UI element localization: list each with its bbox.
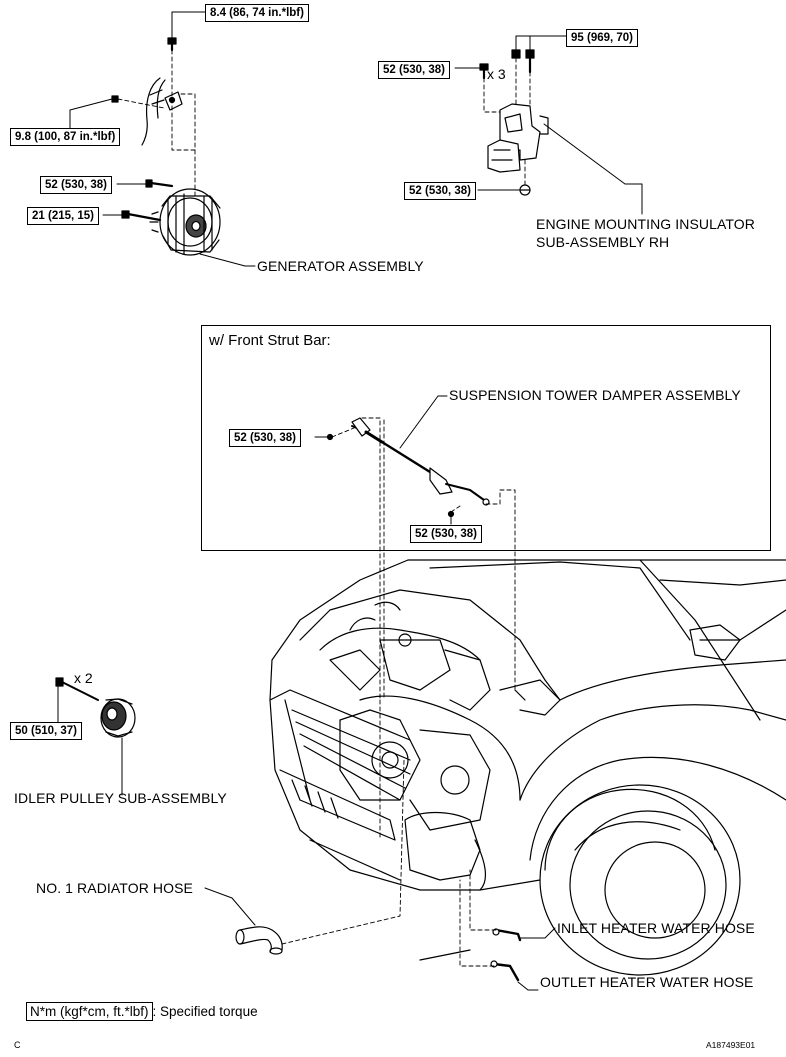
footer-code: C [14,1040,21,1050]
legend-unit-box: N*m (kgf*cm, ft.*lbf) [26,1002,153,1021]
generator-part [69,11,256,267]
label-engine-mount-line2: SUB-ASSEMBLY RH [536,234,670,250]
label-suspension-tower-damper: SUSPENSION TOWER DAMPER ASSEMBLY [449,387,741,403]
figure-id: A187493E01 [706,1040,756,1050]
torque-spec-mount-lower-nut: 52 (530, 38) [404,182,477,200]
torque-spec-generator-bolt-lower: 21 (215, 15) [27,207,100,225]
torque-spec-generator-bolt-upper: 52 (530, 38) [40,176,113,194]
hose-parts [204,759,556,991]
label-generator-assembly: GENERATOR ASSEMBLY [257,258,424,274]
torque-spec-generator-terminal-nut: 9.8 (100, 87 in.*lbf) [10,128,121,146]
engine-mount-part [454,35,643,215]
quantity-idler-pulley-bolts: x 2 [74,670,93,686]
label-outlet-heater-hose: OUTLET HEATER WATER HOSE [540,974,754,990]
quantity-mount-bolts: x 3 [487,66,506,82]
torque-spec-mount-bolts: 52 (530, 38) [378,61,451,79]
label-engine-mount-line1: ENGINE MOUNTING INSULATOR [536,216,756,232]
torque-spec-generator-wire-nut: 8.4 (86, 74 in.*lbf) [205,4,309,22]
inset-title: w/ Front Strut Bar: [209,332,331,349]
torque-legend: N*m (kgf*cm, ft.*lbf) : Specified torque [26,1002,258,1021]
front-strut-bar-inset [201,325,771,551]
vehicle-illustration [269,559,786,976]
legend-description: : Specified torque [152,1004,258,1019]
label-inlet-heater-hose: INLET HEATER WATER HOSE [557,920,755,936]
label-idler-pulley: IDLER PULLEY SUB-ASSEMBLY [14,790,227,806]
torque-spec-damper-left-nut: 52 (530, 38) [229,429,302,447]
label-radiator-hose: NO. 1 RADIATOR HOSE [36,880,193,896]
torque-spec-mount-upper-nuts: 95 (969, 70) [566,29,639,47]
damper-part [314,395,516,701]
torque-spec-damper-right-nut: 52 (530, 38) [410,525,483,543]
alignment-guide-line [379,419,385,841]
torque-spec-idler-pulley-bolt: 50 (510, 37) [10,722,83,740]
idler-pulley-part [55,677,136,796]
